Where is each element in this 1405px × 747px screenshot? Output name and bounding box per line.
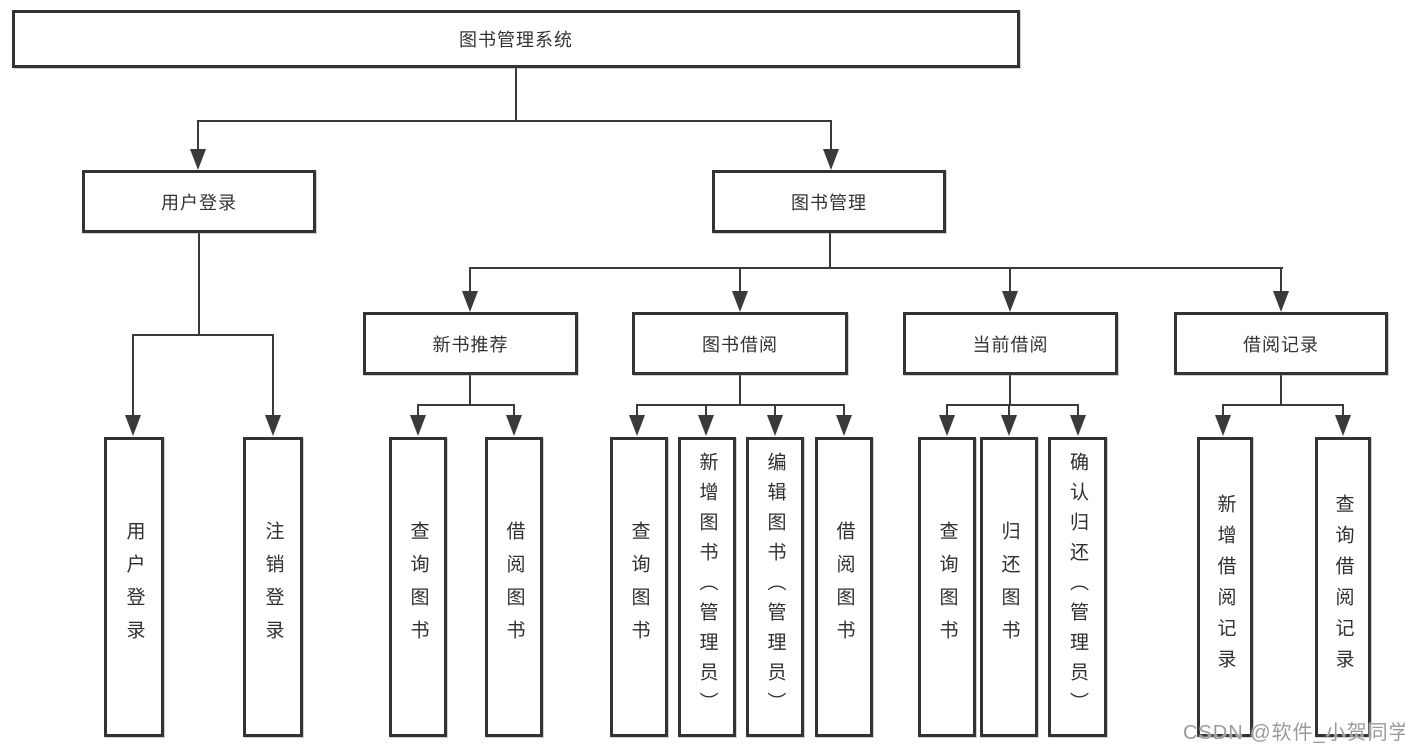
leaf-label: 新增图书（管理员）: [696, 452, 718, 722]
connector-line: [469, 267, 1283, 269]
connector-line: [132, 334, 134, 416]
leaf-query-books-recommend: 查询图书: [389, 437, 447, 737]
arrow-head: [939, 415, 955, 436]
connector-line: [1280, 375, 1282, 406]
connector-line: [469, 375, 471, 406]
arrow-head: [1215, 415, 1231, 436]
arrow-head: [1002, 291, 1018, 312]
watermark-csdn: CSDN @软件_小贺同学: [1183, 722, 1405, 744]
connector-line: [1077, 404, 1079, 416]
connector-line: [774, 404, 776, 416]
arrow-head: [1070, 415, 1086, 436]
node-label: 新书推荐: [432, 334, 509, 355]
connector-line: [739, 267, 741, 293]
connector-line: [1009, 375, 1011, 406]
node-label: 当前借阅: [972, 334, 1049, 355]
leaf-query-borrow-record: 查询借阅记录: [1315, 437, 1371, 737]
connector-line: [198, 233, 200, 336]
connector-line: [946, 404, 948, 416]
arrow-head: [698, 415, 714, 436]
arrow-head: [190, 149, 206, 170]
connector-line: [1222, 404, 1224, 416]
node-user-login: 用户登录: [82, 170, 316, 233]
leaf-label: 用户登录: [123, 521, 145, 653]
leaf-label: 查询借阅记录: [1332, 494, 1354, 680]
connector-line: [513, 404, 515, 416]
node-library-management-system: 图书管理系统: [12, 10, 1020, 68]
arrow-head: [410, 415, 426, 436]
leaf-label: 借阅图书: [503, 521, 525, 653]
node-borrowing-records: 借阅记录: [1174, 312, 1388, 375]
connector-line: [1009, 267, 1011, 293]
leaf-label: 归还图书: [998, 521, 1020, 653]
leaf-label: 编辑图书（管理员）: [764, 452, 786, 722]
node-book-management: 图书管理: [712, 170, 946, 233]
connector-line: [417, 404, 419, 416]
connector-line: [272, 334, 274, 416]
leaf-label: 查询图书: [628, 521, 650, 653]
arrow-head: [125, 415, 141, 436]
arrow-head: [265, 415, 281, 436]
arrow-head: [836, 415, 852, 436]
connector-line: [739, 375, 741, 406]
leaf-add-borrow-record: 新增借阅记录: [1197, 437, 1253, 737]
arrow-head: [462, 291, 478, 312]
arrow-head: [1273, 291, 1289, 312]
connector-line: [197, 120, 199, 151]
connector-line: [132, 334, 274, 336]
connector-line: [946, 404, 1079, 406]
node-label: 图书管理系统: [459, 30, 573, 50]
arrow-head: [1001, 415, 1017, 436]
leaf-borrow-books-recommend: 借阅图书: [485, 437, 543, 737]
connector-line: [636, 404, 638, 416]
leaf-label: 借阅图书: [833, 521, 855, 653]
connector-line: [843, 404, 845, 416]
connector-line: [1008, 404, 1010, 416]
arrow-head: [1335, 415, 1351, 436]
connector-line: [1222, 404, 1344, 406]
node-book-borrowing: 图书借阅: [632, 312, 848, 375]
arrow-head: [767, 415, 783, 436]
arrow-head: [823, 149, 839, 170]
leaf-label: 注销登录: [262, 521, 284, 653]
leaf-confirm-return-admin: 确认归还（管理员）: [1048, 437, 1107, 737]
arrow-head: [506, 415, 522, 436]
connector-line: [1280, 267, 1282, 293]
connector-line: [636, 404, 845, 406]
connector-line: [197, 120, 832, 122]
connector-line: [1342, 404, 1344, 416]
node-new-book-recommendation: 新书推荐: [363, 312, 578, 375]
leaf-edit-book-admin: 编辑图书（管理员）: [746, 437, 804, 737]
connector-line: [829, 233, 831, 269]
leaf-borrow-books-borrowing: 借阅图书: [815, 437, 873, 737]
node-label: 借阅记录: [1243, 334, 1319, 355]
connector-line: [417, 404, 515, 406]
leaf-label: 新增借阅记录: [1214, 494, 1236, 680]
leaf-user-login: 用户登录: [104, 437, 164, 737]
arrow-head: [732, 291, 748, 312]
node-label: 图书借阅: [702, 334, 778, 355]
leaf-label: 确认归还（管理员）: [1067, 452, 1088, 722]
node-label: 图书管理: [791, 192, 867, 213]
leaf-query-books-current: 查询图书: [918, 437, 976, 737]
connector-line: [705, 404, 707, 416]
connector-line: [469, 267, 471, 293]
leaf-label: 查询图书: [936, 521, 958, 653]
leaf-label: 查询图书: [407, 521, 429, 653]
connector-line: [830, 120, 832, 151]
leaf-query-books-borrowing: 查询图书: [610, 437, 668, 737]
node-label: 用户登录: [161, 192, 237, 213]
leaf-logout: 注销登录: [243, 437, 303, 737]
leaf-return-books: 归还图书: [980, 437, 1038, 737]
connector-line: [515, 68, 517, 122]
arrow-head: [629, 415, 645, 436]
node-current-borrowing: 当前借阅: [903, 312, 1118, 375]
leaf-add-book-admin: 新增图书（管理员）: [678, 437, 736, 737]
